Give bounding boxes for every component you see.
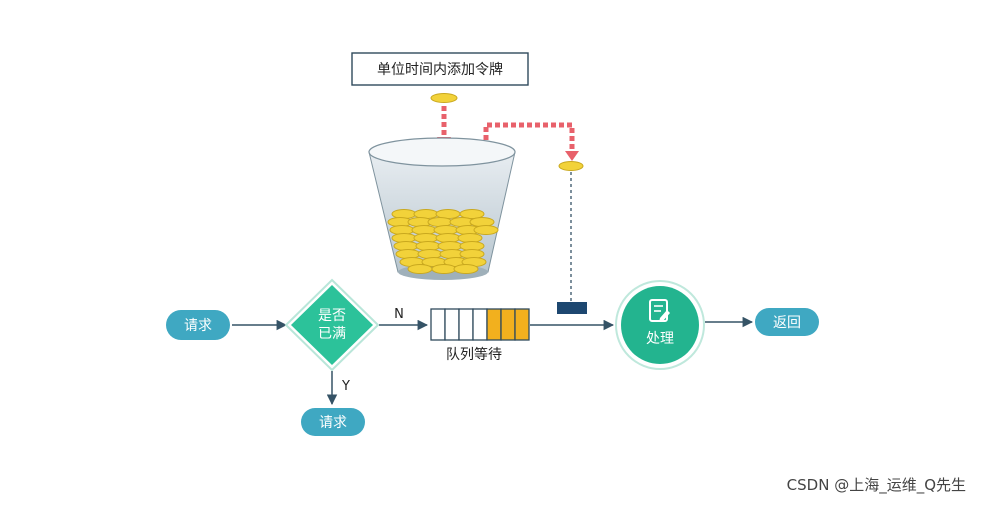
decision-label-line1: 是否 — [318, 308, 346, 324]
return-node: 返回 — [755, 308, 819, 336]
request-label: 请求 — [184, 318, 212, 334]
branch-yes-label: Y — [341, 379, 350, 394]
rejected-request-node: 请求 — [301, 408, 365, 436]
queue-buffer — [430, 308, 530, 341]
queue-slot-empty — [472, 308, 488, 341]
process-label: 处理 — [646, 331, 674, 347]
falling-token-coin — [430, 93, 458, 103]
token-coin — [407, 264, 433, 274]
queue-slot-filled — [514, 308, 530, 341]
branch-no-label: N — [394, 307, 404, 322]
rejected-request-label: 请求 — [319, 415, 347, 431]
decision-label-line2: 已满 — [318, 326, 346, 342]
token-coin — [453, 264, 479, 274]
token-gate-block — [557, 302, 587, 314]
token-source-label-box: 单位时间内添加令牌 — [351, 52, 529, 86]
token-source-label: 单位时间内添加令牌 — [377, 61, 503, 78]
return-label: 返回 — [773, 315, 801, 331]
token-coin — [473, 225, 499, 235]
token-coin — [469, 217, 495, 227]
token-coin — [391, 209, 417, 219]
queue-slot-filled — [486, 308, 502, 341]
token-coin — [417, 249, 443, 259]
taken-token-coin — [558, 161, 584, 171]
queue-slot-empty — [458, 308, 474, 341]
request-node: 请求 — [166, 310, 230, 340]
token-coin — [395, 249, 421, 259]
token-coin — [459, 209, 485, 219]
watermark: CSDN @上海_运维_Q先生 — [786, 476, 966, 494]
document-edit-icon — [649, 299, 670, 322]
bucket-token-pile — [387, 209, 499, 274]
decision-node: 是否 已满 — [284, 278, 380, 372]
token-take-arrow — [483, 122, 579, 161]
queue-label: 队列等待 — [446, 346, 502, 363]
queue-slot-filled — [500, 308, 516, 341]
queue-slot-empty — [430, 308, 446, 341]
process-node: 处理 — [615, 280, 705, 370]
token-coin — [431, 264, 457, 274]
queue-slot-empty — [444, 308, 460, 341]
